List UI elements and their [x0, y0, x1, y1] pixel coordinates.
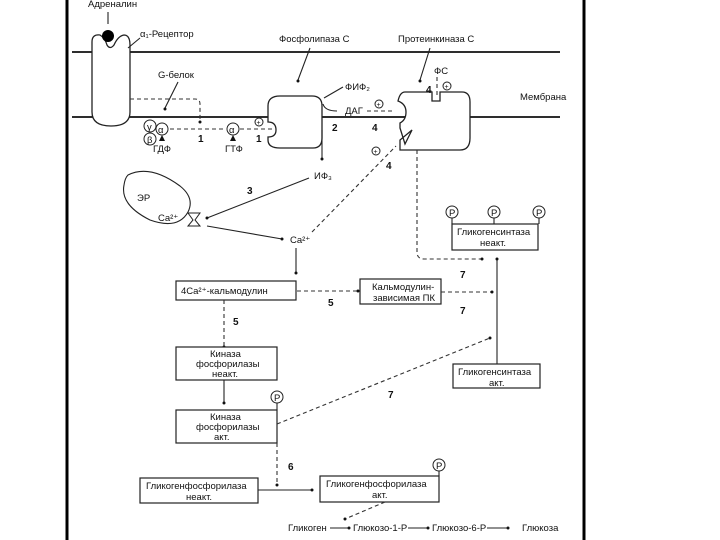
phosphate-label: P — [491, 208, 497, 219]
receptor — [91, 34, 131, 127]
kinase-to-gs-arrow — [276, 337, 491, 425]
beta-label: β — [147, 135, 153, 146]
step-6: 6 — [288, 462, 294, 473]
ip3-to-channel-arrow — [206, 177, 310, 219]
glucose-6-phosphate-label: Глюкозо-6-Р — [432, 523, 486, 534]
kinase-inactive-box — [175, 346, 278, 381]
phosphate-label: P — [274, 393, 280, 404]
phospholipase-label: Фосфолипаза С — [279, 34, 350, 45]
plus-sign: + — [377, 102, 381, 109]
endoplasmic-reticulum — [122, 170, 191, 225]
glycogen-synthase-inactive-box — [451, 223, 539, 251]
calmodulin-box — [175, 280, 297, 301]
kinase-active-label-1: Киназа — [210, 412, 242, 423]
glycogen-phosphorylase-active-box — [319, 475, 440, 503]
receptor-to-g-arrow — [130, 98, 201, 122]
kinase-inactive-label-2: фосфорилазы — [196, 359, 260, 370]
phosphorylase-to-glycogen-arrow — [344, 501, 386, 520]
kinase-inactive-label-1: Киназа — [210, 349, 242, 360]
glucose-label: Глюкоза — [522, 523, 559, 534]
step-5b: 5 — [233, 317, 239, 328]
kinase-inactive-label-3: неакт. — [212, 369, 238, 380]
phosphate-group: P — [532, 205, 546, 224]
cam-pk-box — [359, 278, 442, 305]
pkc-to-gs-arrow — [416, 150, 482, 260]
gs-active-label-1: Гликогенсинтаза — [458, 367, 532, 378]
step-4b: 4 — [426, 85, 432, 96]
gamma-label: γ — [147, 122, 152, 133]
receptor-pointer — [127, 37, 141, 49]
gs-inactive-label-2: неакт. — [480, 238, 506, 249]
pip2-pointer — [323, 86, 344, 99]
gs-active-label-2: акт. — [489, 378, 504, 389]
step-3: 3 — [247, 186, 253, 197]
proteinkinase-label: Протеинкиназа С — [398, 34, 474, 45]
receptor-label: α₁-Рецептор — [140, 29, 194, 40]
phosphate-label: P — [449, 208, 455, 219]
phosphate-group: P — [432, 458, 446, 476]
gp-active-label-2: акт. — [372, 490, 387, 501]
er-calcium-label: Ca²⁺ — [158, 213, 178, 224]
gdp-label: ГДФ — [153, 144, 171, 155]
glycogen-label: Гликоген — [288, 523, 327, 534]
proteinkinase-pointer — [419, 47, 431, 81]
dag-label: ДАГ — [345, 106, 363, 117]
step-7b: 7 — [460, 306, 466, 317]
step-1a: 1 — [198, 134, 204, 145]
plus-sign: + — [374, 149, 378, 156]
pip2-label: ФИФ₂ — [345, 82, 370, 93]
calmodulin-label: 4Ca²⁺-кальмодулин — [181, 286, 268, 297]
glucose-1-phosphate-label: Глюкозо-1-Р — [353, 523, 407, 534]
step-7c: 7 — [388, 390, 394, 401]
ps-label: ФС — [434, 66, 448, 77]
phosphate-label: P — [536, 208, 542, 219]
phosphate-group: P — [270, 390, 284, 410]
phosphate-label: P — [436, 461, 442, 472]
cam-pk-label-1: Кальмодулин- — [372, 282, 434, 293]
kinase-active-box — [175, 409, 278, 444]
step-4c: 4 — [386, 161, 392, 172]
phospholipase-c-enzyme — [267, 95, 323, 149]
g-protein-label: G-белок — [158, 70, 195, 81]
gp-inactive-label-1: Гликогенфосфорилаза — [146, 481, 247, 492]
adrenalin-molecule — [102, 30, 114, 42]
beta-subunit — [143, 132, 157, 146]
gp-inactive-label-2: неакт. — [186, 492, 212, 503]
step-5a: 5 — [328, 298, 334, 309]
er-label: ЭР — [137, 193, 150, 204]
step-4a: 4 — [372, 123, 378, 134]
membrane-label: Мембрана — [520, 92, 567, 103]
adrenalin-label: Адреналин — [88, 0, 137, 10]
gtp-label: ГТФ — [225, 144, 243, 155]
proteinkinase-c-enzyme — [397, 91, 471, 151]
phosphate-group: P — [445, 205, 459, 224]
kinase-active-label-3: акт. — [214, 432, 229, 443]
kinase-active-label-2: фосфорилазы — [196, 422, 260, 433]
pip2-to-dag-arrow — [322, 103, 338, 112]
ip3-label: ИФ₃ — [314, 171, 332, 182]
glycogen-phosphorylase-inactive-box — [139, 477, 259, 504]
ca-label: Ca²⁺ — [290, 235, 310, 246]
alpha-label-1: α — [158, 125, 164, 136]
channel-to-ca-arrow — [206, 225, 283, 240]
ca-to-pkc-arrow — [311, 145, 397, 233]
calcium-channel-icon — [186, 212, 202, 227]
phosphate-group: P — [487, 205, 501, 224]
alpha-label-2: α — [229, 125, 235, 136]
phospholipase-pointer — [297, 47, 311, 81]
gamma-subunit — [143, 119, 157, 133]
glycogen-synthase-active-box — [452, 363, 541, 389]
step-1b: 1 — [256, 134, 262, 145]
gs-inactive-label-1: Гликогенсинтаза — [457, 227, 531, 238]
cam-pk-label-2: зависимая ПК — [373, 293, 435, 304]
g-protein-pointer — [164, 81, 179, 109]
step-2: 2 — [332, 123, 338, 134]
plus-sign: + — [257, 120, 261, 127]
step-7a: 7 — [460, 270, 466, 281]
gp-active-label-1: Гликогенфосфорилаза — [326, 479, 427, 490]
plus-sign: + — [445, 84, 449, 91]
